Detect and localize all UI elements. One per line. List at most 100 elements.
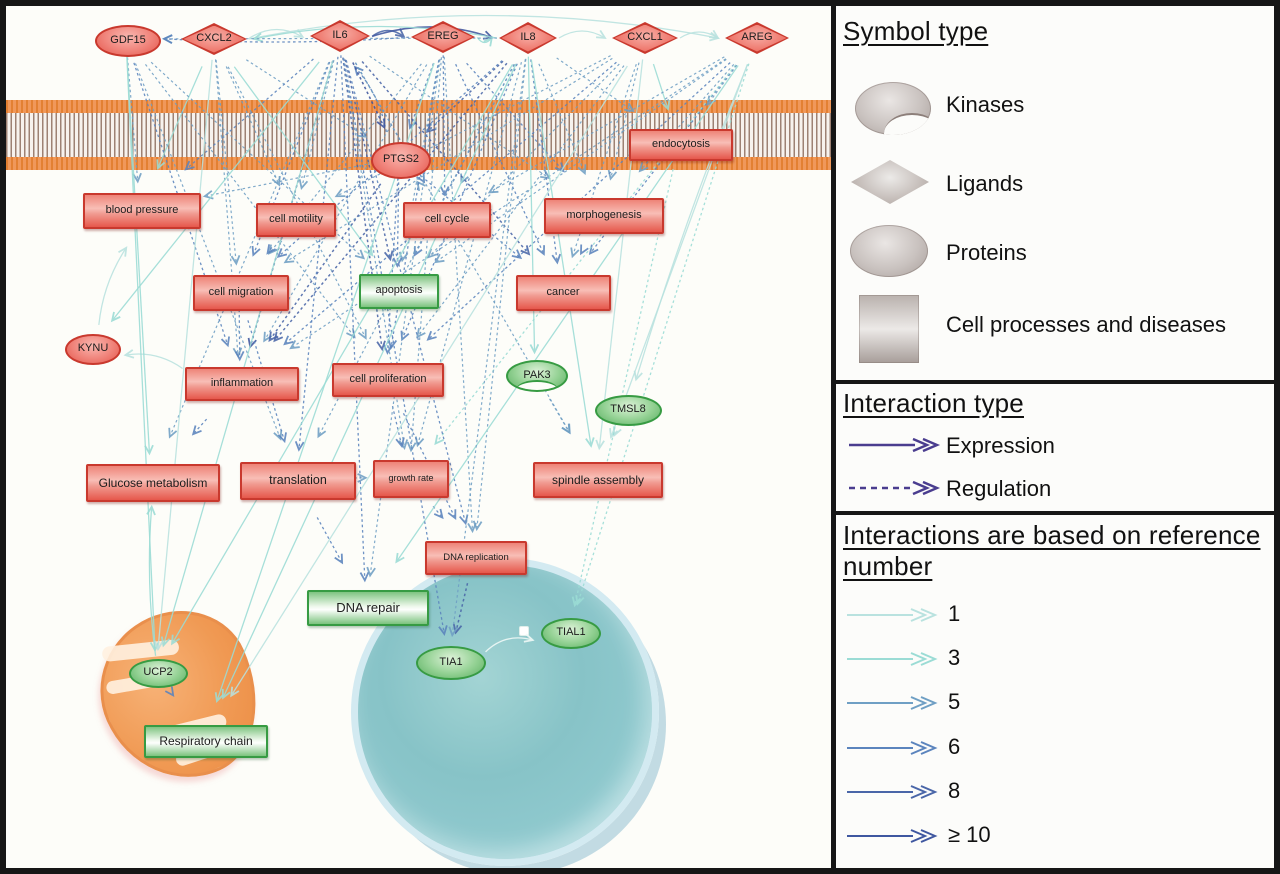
reference-label-10: ≥ 10 — [948, 822, 991, 847]
reference-arrow-8 — [847, 784, 938, 799]
reference-label-5: 5 — [948, 689, 961, 715]
reference-arrow-3 — [847, 652, 938, 667]
reference-label-3: 3 — [948, 645, 961, 671]
node-il8[interactable]: IL8 — [499, 22, 557, 54]
node-label: KYNU — [77, 342, 109, 355]
node-areg[interactable]: AREG — [725, 22, 789, 54]
edge-ereg-il8 — [476, 35, 494, 47]
node-dna_repair[interactable]: DNA repair — [307, 590, 429, 626]
node-label: endocytosis — [651, 138, 711, 151]
node-ucp2[interactable]: UCP2 — [128, 658, 188, 688]
node-tmsl8[interactable]: TMSL8 — [594, 394, 662, 426]
edge-pak3-spindle_assembly — [549, 398, 571, 435]
node-cell_cycle[interactable]: cell cycle — [403, 202, 491, 238]
node-dna_replication[interactable]: DNA replication — [425, 541, 527, 575]
node-cell_migration[interactable]: cell migration — [193, 275, 289, 311]
legend-interaction-title: Interaction type — [843, 388, 1024, 418]
node-glucose_metabolism[interactable]: Glucose metabolism — [86, 464, 220, 502]
kinase-shape-icon — [855, 82, 931, 135]
node-label: apoptosis — [375, 284, 423, 297]
node-endocytosis[interactable]: endocytosis — [629, 129, 733, 161]
node-label: spindle assembly — [551, 472, 645, 487]
expression-arrow-icon — [849, 437, 941, 453]
node-kynu[interactable]: KYNU — [65, 333, 121, 365]
edge-cell_migration-inflammation — [234, 309, 245, 362]
edge-cxcl1-areg — [679, 29, 720, 40]
node-spindle_assembly[interactable]: spindle assembly — [533, 462, 663, 498]
edge-il6-ereg — [371, 28, 406, 38]
reference-label-6: 6 — [948, 733, 961, 759]
node-label: TIA1 — [439, 656, 463, 669]
legend-divider-1 — [831, 380, 1280, 384]
legend-label-kinases: Kinases — [946, 92, 1025, 117]
node-label: cell motility — [269, 213, 323, 226]
node-label: PTGS2 — [382, 153, 420, 166]
mitochondrion-crista — [101, 639, 180, 662]
edge-cell_motility-cell_migration — [266, 244, 276, 255]
reference-arrow-10 — [847, 829, 938, 843]
reference-label-8: 8 — [948, 777, 961, 803]
node-label: cell migration — [208, 286, 274, 299]
node-cell_proliferation[interactable]: cell proliferation — [332, 363, 444, 397]
node-inflammation[interactable]: inflammation — [185, 367, 299, 401]
edge-cxcl2-il6 — [249, 28, 305, 39]
node-label: CXCL1 — [627, 31, 663, 44]
node-label: DNA repair — [336, 600, 400, 616]
node-gdf15[interactable]: GDF15 — [95, 25, 161, 57]
legend-label-regulation: Regulation — [946, 476, 1052, 501]
legend-label-processes: Cell processes and diseases — [946, 312, 1227, 337]
edge-cell_proliferation-growth_rate — [391, 405, 405, 449]
node-label: TMSL8 — [610, 403, 646, 416]
node-label: PAK3 — [523, 369, 551, 382]
node-label: cancer — [546, 286, 580, 299]
legend-label-expression: Expression — [946, 433, 1055, 458]
node-pak3[interactable]: PAK3 — [506, 360, 568, 392]
node-respiratory_chain[interactable]: Respiratory chain — [144, 724, 268, 758]
edge-endocytosis-tial1 — [571, 168, 674, 608]
legend-reference-title-line1: Interactions are based on reference — [843, 520, 1261, 550]
node-label: Respiratory chain — [159, 733, 253, 748]
edge-areg-endocytosis — [706, 64, 738, 107]
node-tia1[interactable]: TIA1 — [416, 646, 486, 680]
node-il6[interactable]: IL6 — [310, 20, 370, 52]
node-tial1[interactable]: TIAL1 — [541, 617, 601, 649]
node-morphogenesis[interactable]: morphogenesis — [544, 198, 664, 234]
node-label: cell proliferation — [349, 373, 427, 386]
node-blood_pressure[interactable]: blood pressure — [83, 193, 201, 229]
node-label: cell cycle — [424, 213, 470, 226]
mitochondrion — [75, 587, 285, 805]
node-label: inflammation — [210, 377, 274, 390]
node-cell_motility[interactable]: cell motility — [256, 203, 336, 237]
edge-il8-cxcl1 — [558, 29, 607, 40]
edge-kynu-blood_pressure — [98, 246, 128, 325]
legend-reference-title-line2: number — [843, 551, 933, 581]
reference-label-1: 1 — [948, 601, 961, 626]
edge-ptgs2-apoptosis — [392, 176, 403, 268]
nuclear-pore-dot — [519, 626, 529, 636]
node-label: DNA replication — [443, 552, 509, 564]
legend-divider-2 — [831, 511, 1280, 515]
edge-inflammation-kynu — [123, 349, 183, 370]
node-label: TIAL1 — [556, 626, 586, 639]
node-label: IL6 — [332, 29, 348, 42]
reference-arrow-1 — [847, 608, 938, 622]
node-growth_rate[interactable]: growth rate — [373, 460, 449, 498]
protein-shape-icon — [850, 225, 928, 277]
legend-symbol-title: Symbol type — [843, 16, 989, 46]
node-label: AREG — [741, 31, 773, 44]
node-apoptosis[interactable]: apoptosis — [359, 273, 439, 309]
node-cxcl1[interactable]: CXCL1 — [612, 22, 678, 54]
edge-morphogenesis-cancer — [580, 244, 589, 256]
node-cancer[interactable]: cancer — [515, 275, 611, 311]
node-cxcl2[interactable]: CXCL2 — [181, 23, 247, 55]
node-translation[interactable]: translation — [240, 462, 356, 500]
reference-arrow-6 — [847, 740, 938, 755]
node-ereg[interactable]: EREG — [411, 21, 475, 53]
legend-panel — [831, 0, 1280, 874]
node-label: CXCL2 — [196, 32, 232, 45]
node-label: blood pressure — [105, 204, 179, 217]
node-label: translation — [269, 473, 327, 488]
node-label: Glucose metabolism — [98, 475, 208, 490]
node-ptgs2[interactable]: PTGS2 — [371, 141, 431, 179]
